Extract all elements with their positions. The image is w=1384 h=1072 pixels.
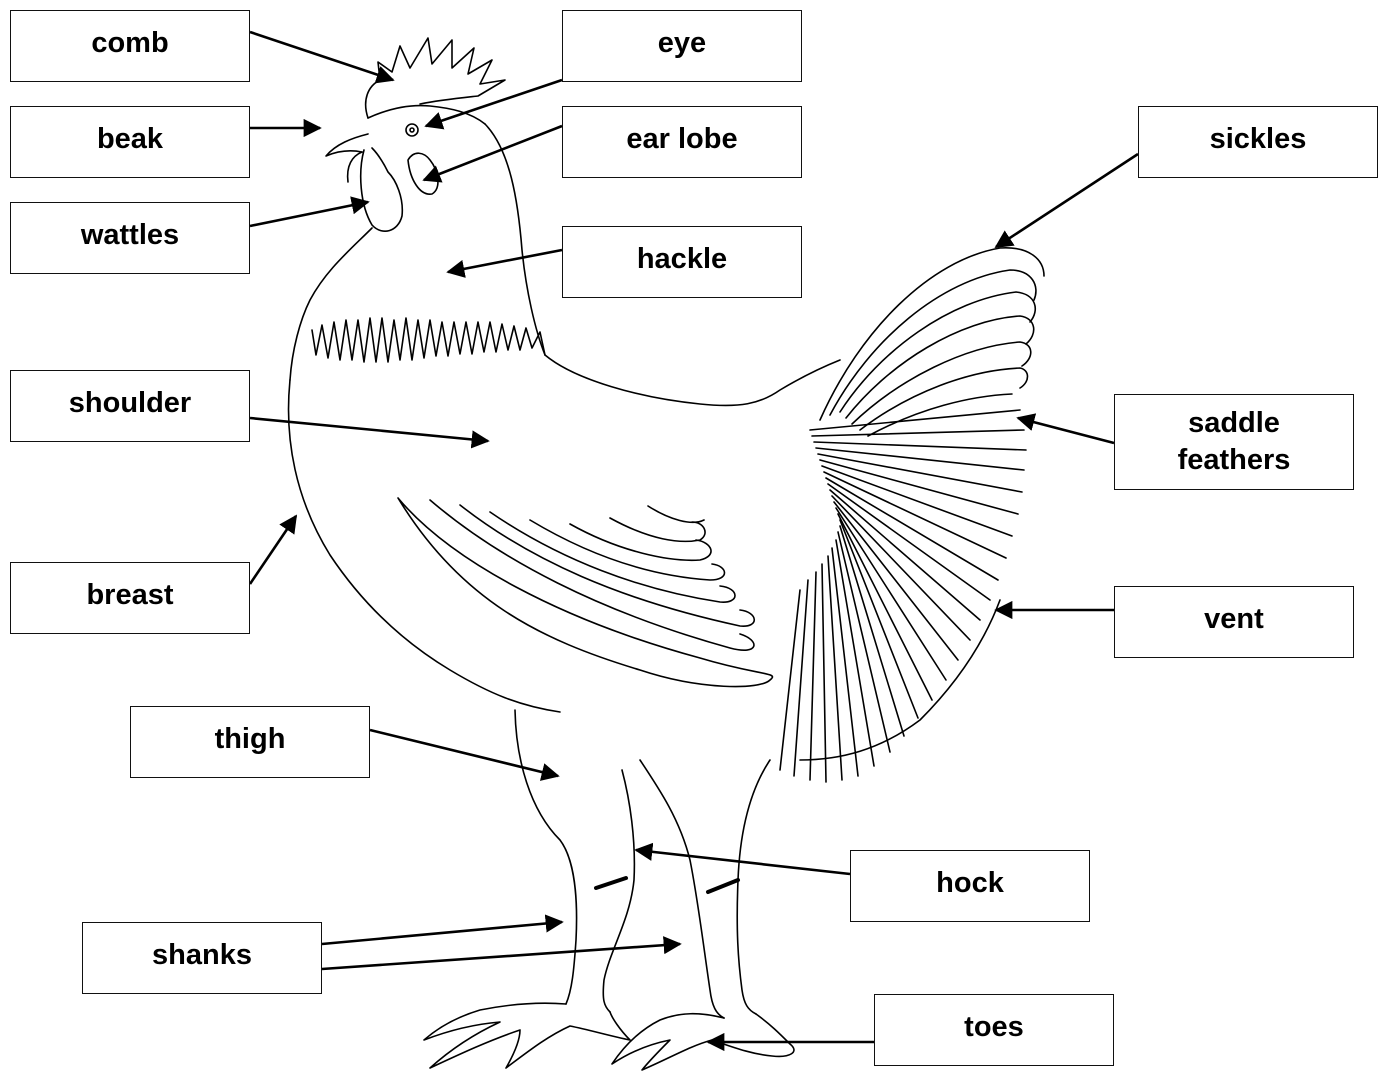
- toes-left: [424, 1003, 630, 1068]
- label-thigh: thigh: [130, 706, 370, 778]
- wattles-shape: [361, 148, 403, 231]
- hackle-fringe: [312, 318, 545, 362]
- saddle-feather-strokes: [780, 410, 1026, 782]
- hock-mark-left: [596, 878, 626, 888]
- vent-line: [800, 600, 1000, 760]
- label-saddle-feathers: saddle feathers: [1114, 394, 1354, 490]
- leader-thigh: [370, 730, 558, 776]
- label-toes: toes: [874, 994, 1114, 1066]
- leader-shoulder: [250, 418, 488, 441]
- wing-feathers: [398, 498, 772, 687]
- leader-wattles: [250, 202, 368, 226]
- leader-saddle: [1018, 418, 1114, 443]
- label-sickles: sickles: [1138, 106, 1378, 178]
- leader-hackle: [448, 250, 562, 272]
- hock-mark-right: [708, 880, 738, 892]
- label-beak: beak: [10, 106, 250, 178]
- breast-line: [289, 380, 560, 712]
- label-hock: hock: [850, 850, 1090, 922]
- label-eye: eye: [562, 10, 802, 82]
- left-thigh-leg: [515, 710, 577, 1004]
- label-hackle: hackle: [562, 226, 802, 298]
- leader-shanks-2: [322, 944, 680, 969]
- label-comb: comb: [10, 10, 250, 82]
- leader-sickles: [996, 154, 1138, 247]
- label-breast: breast: [10, 562, 250, 634]
- ear-lobe-shape: [408, 153, 438, 194]
- neck-front: [290, 228, 372, 380]
- label-vent: vent: [1114, 586, 1354, 658]
- label-ear-lobe: ear lobe: [562, 106, 802, 178]
- leader-hock: [636, 850, 850, 874]
- label-wattles: wattles: [10, 202, 250, 274]
- leader-shanks-1: [322, 922, 562, 944]
- back-line: [545, 355, 840, 405]
- eye-shape: [406, 124, 418, 136]
- label-shoulder: shoulder: [10, 370, 250, 442]
- head-shape: [368, 106, 485, 125]
- leader-breast: [250, 516, 296, 584]
- neck-back: [485, 124, 545, 355]
- label-shanks: shanks: [82, 922, 322, 994]
- leader-comb: [250, 32, 393, 80]
